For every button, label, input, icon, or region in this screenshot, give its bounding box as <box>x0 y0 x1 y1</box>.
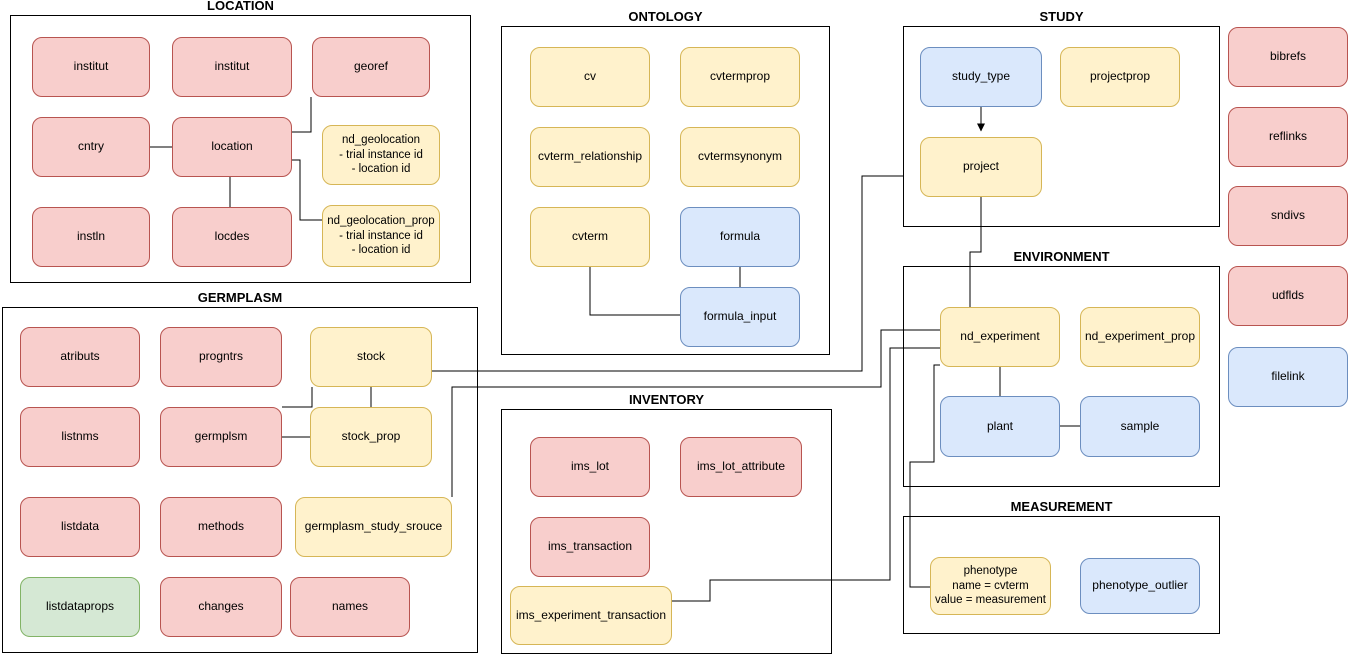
entity-bibrefs[interactable]: bibrefs <box>1228 27 1348 87</box>
entity-phenotype[interactable]: phenotype name = cvterm value = measurem… <box>930 557 1051 615</box>
entity-project[interactable]: project <box>920 137 1042 197</box>
entity-cvtermsynonym[interactable]: cvtermsynonym <box>680 127 800 187</box>
entity-institut-1[interactable]: institut <box>32 37 150 97</box>
entity-filelink[interactable]: filelink <box>1228 347 1348 407</box>
group-frame-location <box>10 15 471 283</box>
entity-germplasm_study_srouce[interactable]: germplasm_study_srouce <box>295 497 452 557</box>
group-title-environment: ENVIRONMENT <box>1013 249 1110 264</box>
entity-cvterm_relationship[interactable]: cvterm_relationship <box>530 127 650 187</box>
entity-projectprop[interactable]: projectprop <box>1060 47 1180 107</box>
group-title-germplasm: GERMPLASM <box>197 290 283 305</box>
entity-ims_lot[interactable]: ims_lot <box>530 437 650 497</box>
entity-formula_input[interactable]: formula_input <box>680 287 800 347</box>
entity-listdataprops[interactable]: listdataprops <box>20 577 140 637</box>
entity-cvterm[interactable]: cvterm <box>530 207 650 267</box>
entity-stock[interactable]: stock <box>310 327 432 387</box>
entity-cntry[interactable]: cntry <box>32 117 150 177</box>
entity-institut-2[interactable]: institut <box>172 37 292 97</box>
entity-plant[interactable]: plant <box>940 396 1060 457</box>
entity-ims_experiment_transaction[interactable]: ims_experiment_transaction <box>510 586 672 645</box>
entity-listnms[interactable]: listnms <box>20 407 140 467</box>
entity-nd_geolocation[interactable]: nd_geolocation - trial instance id - loc… <box>322 125 440 185</box>
entity-methods[interactable]: methods <box>160 497 282 557</box>
group-title-ontology: ONTOLOGY <box>628 9 703 24</box>
entity-progntrs[interactable]: progntrs <box>160 327 282 387</box>
entity-atributs[interactable]: atributs <box>20 327 140 387</box>
entity-changes[interactable]: changes <box>160 577 282 637</box>
entity-phenotype_outlier[interactable]: phenotype_outlier <box>1080 558 1200 614</box>
entity-sample[interactable]: sample <box>1080 396 1200 457</box>
entity-names[interactable]: names <box>290 577 410 637</box>
entity-sndivs[interactable]: sndivs <box>1228 186 1348 246</box>
entity-georef[interactable]: georef <box>312 37 430 97</box>
entity-reflinks[interactable]: reflinks <box>1228 107 1348 167</box>
entity-nd_experiment_prop[interactable]: nd_experiment_prop <box>1080 307 1200 367</box>
entity-nd_experiment[interactable]: nd_experiment <box>940 307 1060 367</box>
entity-germplsm[interactable]: germplsm <box>160 407 282 467</box>
entity-study_type[interactable]: study_type <box>920 47 1042 107</box>
entity-ims_lot_attribute[interactable]: ims_lot_attribute <box>680 437 802 497</box>
entity-ims_transaction[interactable]: ims_transaction <box>530 517 650 577</box>
entity-nd_geolocation_prop[interactable]: nd_geolocation_prop - trial instance id … <box>322 205 440 267</box>
group-title-study: STUDY <box>1039 9 1084 24</box>
group-title-measurement: MEASUREMENT <box>1010 499 1113 514</box>
group-title-location: LOCATION <box>207 0 274 13</box>
entity-cv[interactable]: cv <box>530 47 650 107</box>
entity-instln[interactable]: instln <box>32 207 150 267</box>
entity-cvtermprop[interactable]: cvtermprop <box>680 47 800 107</box>
entity-stock_prop[interactable]: stock_prop <box>310 407 432 467</box>
group-frame-study <box>903 26 1220 227</box>
entity-locdes[interactable]: locdes <box>172 207 292 267</box>
entity-formula[interactable]: formula <box>680 207 800 267</box>
entity-location[interactable]: location <box>172 117 292 177</box>
entity-udflds[interactable]: udflds <box>1228 266 1348 326</box>
group-title-inventory: INVENTORY <box>628 392 705 407</box>
entity-listdata[interactable]: listdata <box>20 497 140 557</box>
